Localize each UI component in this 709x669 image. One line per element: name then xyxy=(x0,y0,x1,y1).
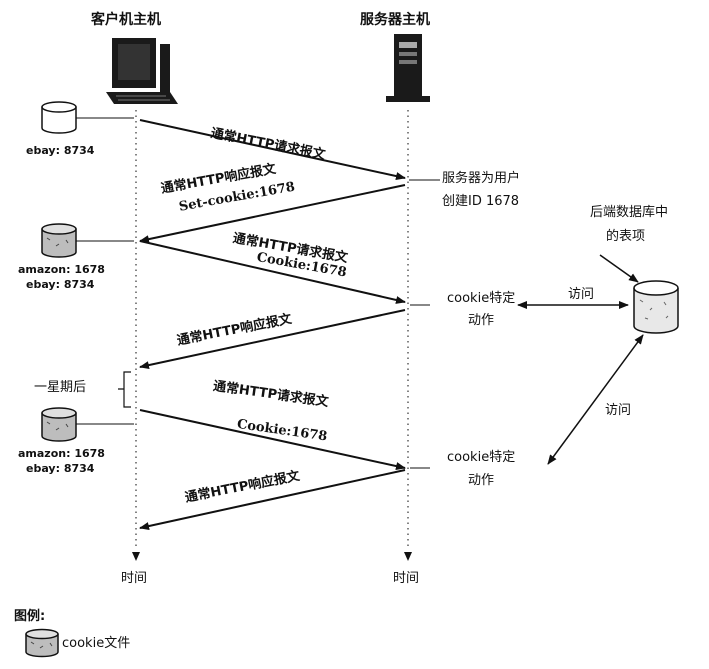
cookie-file-3-line-1: amazon: 1678 xyxy=(18,447,105,460)
database-label-line-1: 后端数据库中 xyxy=(590,205,669,220)
cookie-file-2-line-1: amazon: 1678 xyxy=(18,263,105,276)
message-arrow-3 xyxy=(139,240,406,304)
access-label-1: 访问 xyxy=(568,287,595,302)
client-computer-icon xyxy=(106,38,178,104)
server-host-label: 服务器主机 xyxy=(360,12,430,28)
client-time-label: 时间 xyxy=(121,571,148,586)
backend-database-icon xyxy=(633,280,679,334)
cookie-file-icon xyxy=(41,407,77,442)
message-arrow-2 xyxy=(139,184,406,244)
cookie-file-1-line-1: ebay: 8734 xyxy=(26,144,95,157)
server-note-create-id-line-1: 服务器为用户 xyxy=(442,171,521,186)
cookie-file-icon xyxy=(41,101,77,134)
access-label-2: 访问 xyxy=(605,403,632,418)
legend-cookie-file-icon xyxy=(25,628,59,658)
legend-title: 图例: xyxy=(14,609,46,624)
message-arrow-1 xyxy=(139,119,406,180)
server-note-action-2-line-1: cookie特定 xyxy=(447,450,516,465)
time-gap-bracket xyxy=(118,371,131,408)
client-host-label: 客户机主机 xyxy=(91,12,161,28)
server-time-label: 时间 xyxy=(393,571,420,586)
server-note-action-2-line-2: 动作 xyxy=(468,473,495,488)
cookie-file-icon xyxy=(41,223,77,258)
message-arrow-5 xyxy=(139,409,406,470)
cookie-file-2-line-2: ebay: 8734 xyxy=(26,278,95,291)
message-arrow-4 xyxy=(139,309,406,370)
cookie-file-3-line-2: ebay: 8734 xyxy=(26,462,95,475)
server-note-create-id-line-2: 创建ID 1678 xyxy=(442,194,520,209)
db-entry-arrow xyxy=(599,254,639,283)
access-arrow-2 xyxy=(547,334,644,465)
time-gap-label: 一星期后 xyxy=(34,380,87,395)
server-time-arrowhead xyxy=(404,552,412,561)
database-label-line-2: 的表项 xyxy=(606,229,646,244)
message-arrow-6 xyxy=(139,469,406,530)
client-time-arrowhead xyxy=(132,552,140,561)
server-computer-icon xyxy=(386,34,430,102)
server-note-action-1-line-1: cookie特定 xyxy=(447,291,516,306)
server-note-action-1-line-2: 动作 xyxy=(468,313,495,328)
legend-cookie-file-label: cookie文件 xyxy=(62,636,131,651)
